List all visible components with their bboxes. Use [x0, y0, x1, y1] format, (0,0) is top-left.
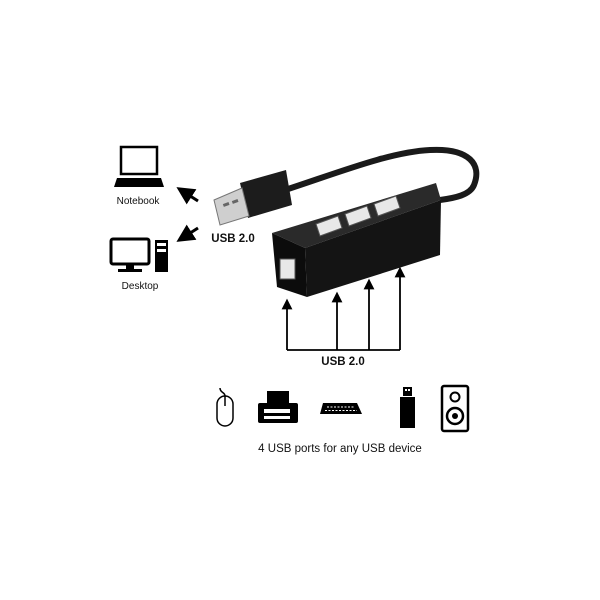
- output-arrows: [281, 266, 406, 351]
- top-usb-ports: [315, 195, 401, 237]
- usb-hub-body: [272, 183, 441, 297]
- arrow-to-desktop: [176, 224, 199, 242]
- printer-icon: [258, 391, 298, 423]
- mouse-icon: [216, 387, 234, 427]
- usb-output-label: USB 2.0: [321, 356, 365, 368]
- front-usb-port: [279, 258, 296, 280]
- desktop-icon: [109, 237, 168, 272]
- usb-a-plug: [213, 170, 292, 226]
- hub-cable: [284, 146, 480, 203]
- notebook-icon: [114, 145, 164, 187]
- keyboard-icon: [320, 403, 362, 414]
- usb-stick-icon: [400, 387, 415, 428]
- speaker-icon: [440, 384, 470, 433]
- usb-input-label: USB 2.0: [211, 233, 255, 245]
- notebook-label: Notebook: [116, 196, 160, 207]
- desktop-label: Desktop: [121, 281, 159, 292]
- arrow-to-notebook: [176, 187, 199, 205]
- caption: 4 USB ports for any USB device: [258, 443, 422, 455]
